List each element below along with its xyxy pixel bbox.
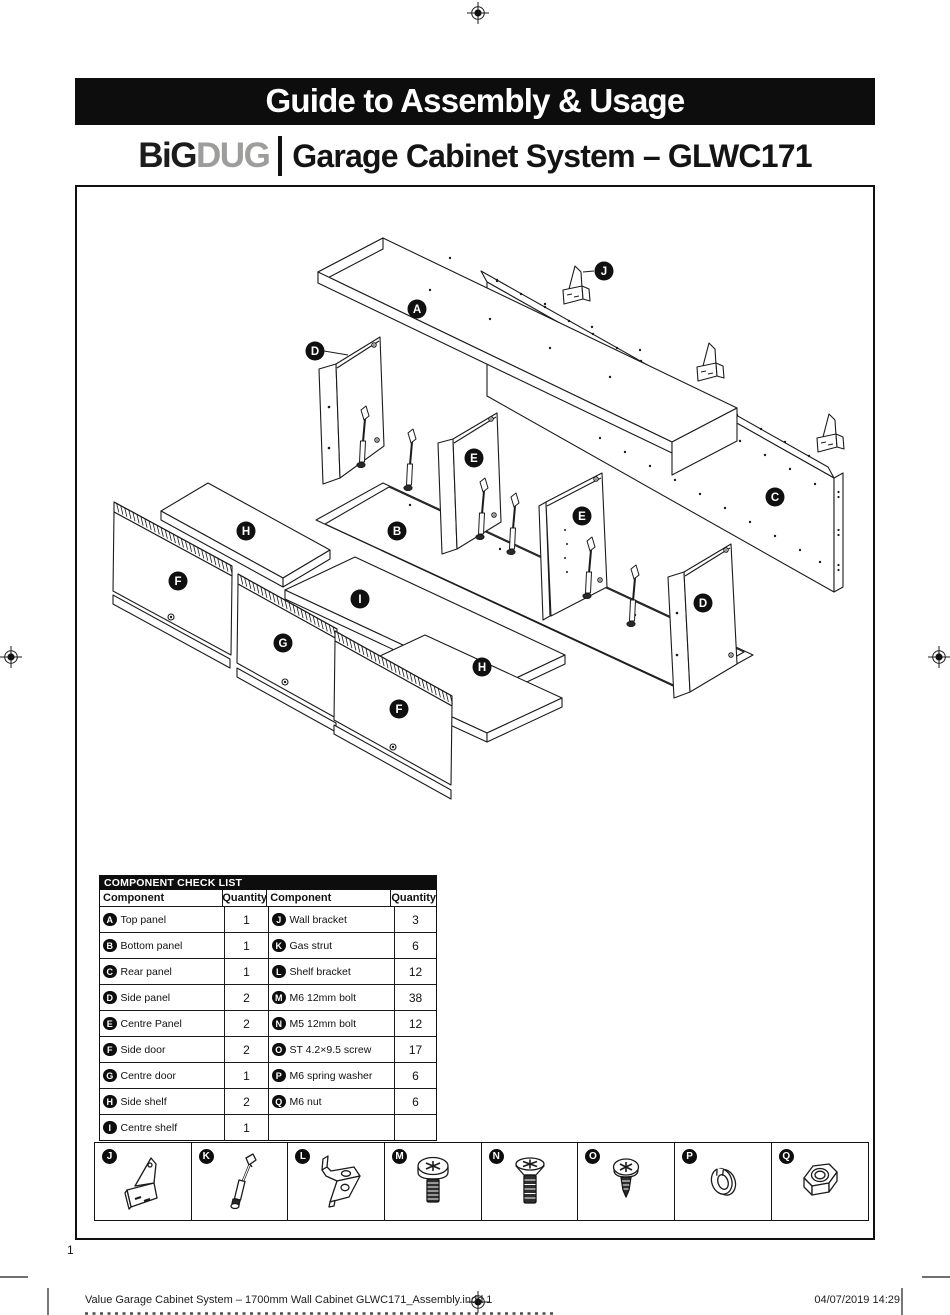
m5-bolt-icon: [515, 1157, 545, 1204]
side-panel: [667, 543, 738, 699]
hardware-strip: J K L M: [94, 1142, 869, 1221]
registration-mark: [928, 646, 950, 668]
hardware-cell: O: [577, 1142, 676, 1221]
gas-strut: [356, 405, 640, 628]
registration-mark: [467, 1291, 489, 1313]
col-header-quantity: Quantity: [390, 890, 436, 906]
product-name: Garage Cabinet System – GLWC171: [292, 137, 812, 174]
part-badge: A: [103, 912, 117, 927]
col-header-component: Component: [266, 890, 390, 906]
svg-text:J: J: [601, 266, 607, 278]
crop-marks: [0, 1276, 950, 1315]
logo-separator: [278, 136, 283, 176]
svg-text:D: D: [311, 346, 319, 358]
centre-panel: [437, 412, 502, 555]
col-header-quantity: Quantity: [222, 890, 267, 906]
hardware-cell: Q: [770, 1142, 869, 1221]
wall-bracket: [816, 413, 845, 453]
label-a: A: [413, 304, 421, 316]
title-bar: Guide to Assembly & Usage: [75, 78, 875, 125]
svg-text:G: G: [279, 638, 288, 650]
exploded-diagram: A B C D D E E F F G H H I J: [112, 237, 845, 800]
side-panel: [318, 336, 385, 485]
hardware-cell: M: [384, 1142, 482, 1221]
page-title: Guide to Assembly & Usage: [265, 82, 686, 119]
wall-bracket: [696, 342, 725, 382]
footer-filename: Value Garage Cabinet System – 1700mm Wal…: [85, 1294, 493, 1306]
wall-bracket-icon: [124, 1157, 158, 1210]
centre-panel: [538, 472, 608, 621]
svg-text:I: I: [358, 594, 361, 606]
svg-text:D: D: [699, 598, 707, 610]
gas-strut-icon: [230, 1153, 257, 1210]
diagram-labels: A B C D D E E F F G H H I J: [168, 261, 785, 719]
hardware-cell: K: [190, 1142, 289, 1221]
brand-logo-big: BiG: [138, 136, 197, 175]
screw-icon: [613, 1158, 640, 1198]
m6-bolt-icon: [417, 1156, 449, 1203]
nut-icon: [803, 1163, 838, 1196]
hardware-cell: L: [287, 1142, 386, 1221]
diagram-border-box: [75, 185, 875, 1240]
component-checklist: COMPONENT CHECK LIST Component Quantity …: [99, 875, 437, 1141]
checklist-title: COMPONENT CHECK LIST: [100, 876, 436, 890]
col-header-component: Component: [103, 892, 165, 904]
hardware-cell: N: [480, 1142, 579, 1221]
svg-text:E: E: [470, 453, 478, 465]
hardware-cell: J: [94, 1142, 192, 1221]
svg-text:F: F: [395, 704, 402, 716]
svg-text:H: H: [478, 662, 486, 674]
brand-logo-dug: DUG: [196, 136, 271, 175]
svg-text:F: F: [174, 576, 181, 588]
spring-washer-icon: [710, 1167, 737, 1196]
registration-mark: [467, 2, 489, 24]
footer-timestamp: 04/07/2019 14:29: [814, 1294, 900, 1306]
part-badge: J: [102, 1149, 117, 1164]
wall-bracket: [562, 265, 591, 305]
hardware-cell: P: [674, 1142, 772, 1221]
shelf-bracket-icon: [321, 1155, 362, 1208]
part-badge: J: [272, 912, 286, 927]
svg-text:C: C: [771, 492, 779, 504]
svg-text:B: B: [393, 526, 401, 538]
svg-text:E: E: [578, 511, 586, 523]
registration-mark: [0, 646, 22, 668]
rear-panel-endcap: [833, 472, 844, 593]
page-number: 1: [67, 1243, 74, 1257]
top-panel: [317, 237, 738, 476]
svg-text:H: H: [242, 526, 250, 538]
